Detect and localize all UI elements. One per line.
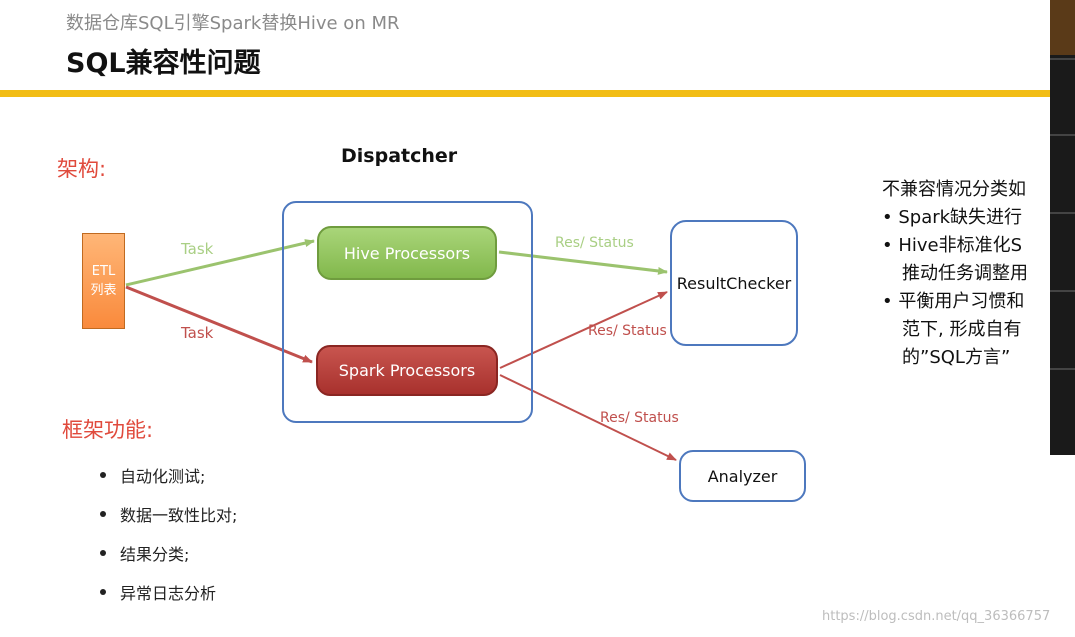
slide-subtitle: 数据仓库SQL引擎Spark替换Hive on MR [66,13,400,34]
result-checker-node: ResultChecker [670,220,798,346]
panel-divider [1050,290,1075,292]
hive-processors-node: Hive Processors [317,226,497,280]
spark-to-analyzer-arrow [499,374,677,461]
notes-bullet-2-cont: 推动任务调整用 [902,263,1028,284]
list-item: 结果分类; [100,533,237,572]
list-item: 数据一致性比对; [100,494,237,533]
camera-thumbnail [1050,0,1075,55]
dispatcher-box [282,201,533,423]
list-item-text: 结果分类; [120,544,190,564]
notes-bullet-3-cont: 范下, 形成自有 [902,319,1022,340]
list-item-text: 自动化测试; [120,466,206,486]
task-label-bottom: Task [181,324,214,342]
list-item: 异常日志分析 [100,572,237,611]
task-arrow-to-spark [125,285,313,364]
spark-processors-node: Spark Processors [316,345,498,396]
analyzer-node: Analyzer [679,450,806,502]
panel-divider [1050,368,1075,370]
notes-bullet-3: • 平衡用户习惯和 [882,291,1025,312]
list-item: 自动化测试; [100,455,237,494]
panel-divider [1050,134,1075,136]
watermark: https://blog.csdn.net/qq_36366757 [822,609,1051,624]
slide-title: SQL兼容性问题 [66,48,261,79]
bullet-dot-icon [100,549,106,556]
notes-bullet-1: • Spark缺失进行 [882,207,1023,228]
incompatibility-notes: 不兼容情况分类如 • Spark缺失进行 • Hive非标准化S 推动任务调整用… [882,176,1050,376]
notes-heading: 不兼容情况分类如 [882,179,1026,200]
dispatcher-title: Dispatcher [341,145,458,167]
hive-to-checker-arrow [498,250,668,275]
bullet-dot-icon [100,588,106,595]
res-status-analyzer-label: Res/ Status [600,410,679,426]
etl-list-node: ETL 列表 [82,233,125,329]
architecture-label: 架构: [57,157,107,181]
video-side-panel [1050,0,1075,455]
notes-bullet-2: • Hive非标准化S [882,235,1023,256]
etl-line2: 列表 [90,283,117,298]
list-item-text: 异常日志分析 [120,583,217,603]
task-label-top: Task [181,240,214,258]
bullet-dot-icon [100,510,106,517]
panel-divider [1050,212,1075,214]
notes-bullet-3-cont2: 的”SQL方言” [902,347,1011,368]
res-status-hive-label: Res/ Status [555,235,634,251]
res-status-checker-label: Res/ Status [588,323,667,339]
features-list: 自动化测试; 数据一致性比对; 结果分类; 异常日志分析 [100,455,237,611]
bullet-dot-icon [100,471,106,478]
spark-to-checker-arrow [499,291,668,369]
title-accent-bar [0,90,1050,97]
list-item-text: 数据一致性比对; [120,505,238,525]
panel-divider [1050,58,1075,60]
etl-line1: ETL [91,264,116,279]
features-label: 框架功能: [62,418,154,442]
